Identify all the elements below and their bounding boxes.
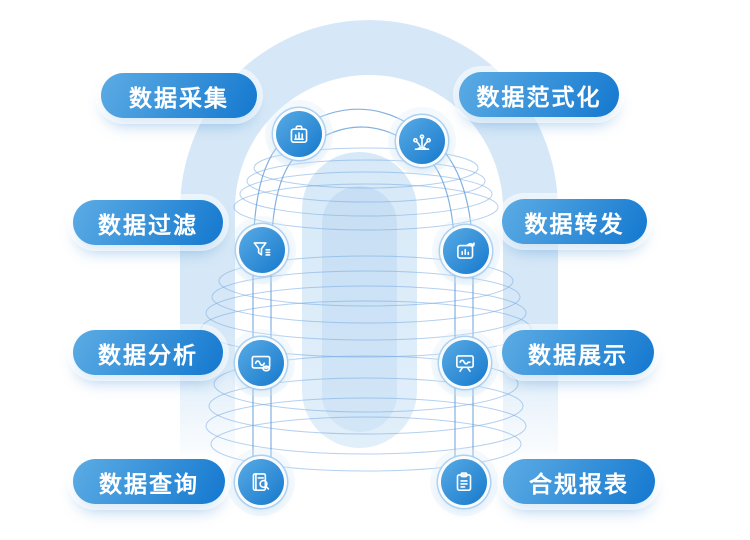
cage-arcs <box>252 108 474 468</box>
icon-circle-data-normalization <box>399 118 445 164</box>
ring-ellipses <box>200 147 532 472</box>
forward-icon <box>457 242 475 259</box>
analysis-icon <box>251 355 271 372</box>
pill-compliance-report: 合规报表 <box>503 459 655 504</box>
icon-circle-data-query <box>238 459 284 505</box>
icon-circle-data-analysis <box>238 340 284 386</box>
pill-data-analysis: 数据分析 <box>73 330 223 375</box>
pill-data-query: 数据查询 <box>73 459 225 504</box>
capsule-inner <box>322 186 397 432</box>
icon-circle-data-collection <box>276 111 322 157</box>
report-icon <box>456 472 472 491</box>
pill-data-normalization: 数据范式化 <box>459 72 619 117</box>
collect-icon <box>290 125 308 143</box>
pill-data-forwarding: 数据转发 <box>502 199 647 244</box>
icon-circle-compliance-report <box>441 459 487 505</box>
icon-circle-data-display <box>442 340 488 386</box>
icon-circle-data-forwarding <box>443 228 489 274</box>
normalize-icon <box>413 134 431 150</box>
icon-circle-data-filtering <box>239 227 285 273</box>
pill-data-display: 数据展示 <box>502 330 654 375</box>
pill-data-collection: 数据采集 <box>101 73 257 118</box>
filter-icon <box>253 242 271 256</box>
display-icon <box>456 355 474 373</box>
pill-data-filtering: 数据过滤 <box>73 200 223 245</box>
query-icon <box>252 473 270 491</box>
